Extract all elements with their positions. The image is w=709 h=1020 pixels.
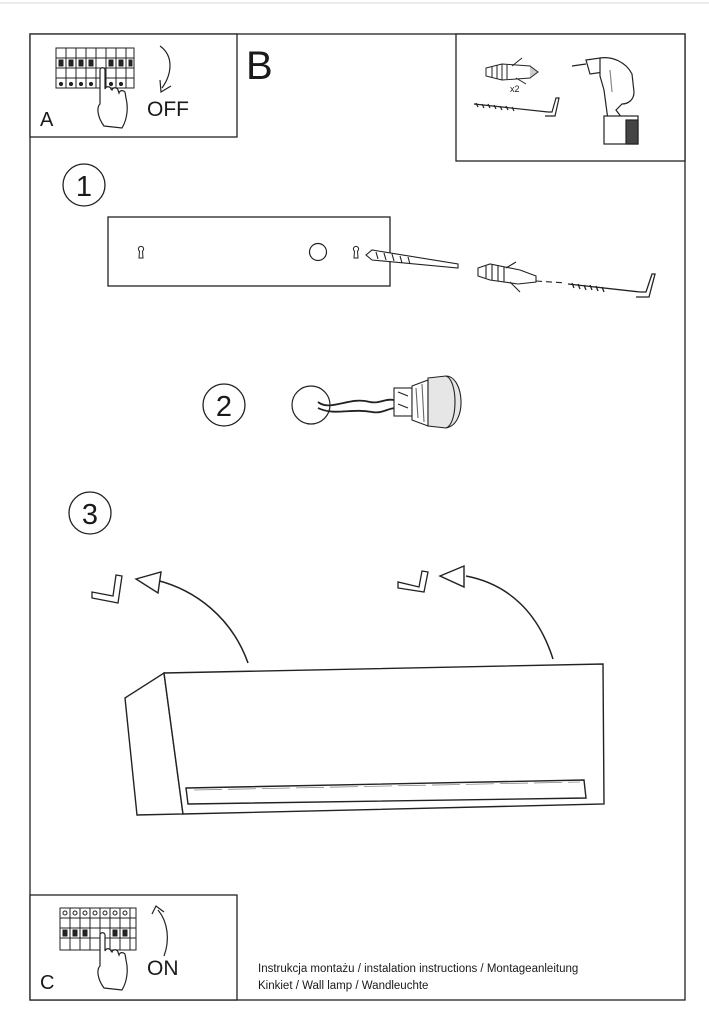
step-3-number: 3 (82, 499, 98, 531)
arrow-head-right-icon (438, 564, 465, 589)
wire-icon (317, 398, 395, 407)
lamp-socket-icon (393, 375, 462, 429)
step-3: 3 (68, 491, 605, 816)
tools-panel-box (455, 33, 686, 162)
wall-lamp-body (124, 663, 605, 816)
arrow-head-left-icon (134, 571, 162, 595)
step-1: 1 (62, 163, 656, 298)
step-2: 2 (202, 375, 462, 429)
mounting-plate (107, 216, 391, 287)
step-2-circle (202, 383, 246, 427)
keyhole-slot-icon (137, 245, 360, 259)
footer-product-type: Kinkiet / Wall lamp / Wandleuchte (258, 980, 429, 992)
drill-icon (571, 57, 639, 145)
arrow-down-head-icon (159, 79, 172, 94)
hook-icon-right (397, 570, 429, 593)
arrow-up-left-icon (155, 579, 249, 664)
hook-screw-icon (473, 97, 560, 117)
step-3-circle (68, 491, 112, 535)
hand-pointer-icon-c (97, 932, 128, 991)
arrow-up-icon (157, 909, 168, 957)
hook-icon-left (91, 574, 123, 604)
breaker-panel-icon-c (59, 907, 137, 951)
dashed-guide-line (535, 280, 567, 284)
arrow-down-icon (159, 45, 171, 89)
on-label: ON (147, 957, 179, 980)
panel-a: A OFF (29, 33, 238, 138)
step-1-number: 1 (76, 171, 92, 203)
drill-bit-icon (365, 249, 459, 269)
quantity-label: x2 (510, 84, 520, 94)
wall-plug-icon (485, 57, 539, 85)
anchor-plug-icon (477, 261, 537, 293)
off-label: OFF (147, 98, 189, 121)
panel-a-letter: A (40, 109, 54, 131)
step-2-number: 2 (216, 391, 232, 423)
arrow-up-right-icon (465, 575, 554, 660)
tools-panel: x2 (455, 33, 686, 162)
cable-hole (308, 242, 328, 262)
wire-icon-2 (317, 407, 397, 414)
panel-c-letter: C (40, 972, 54, 994)
step-1-circle (62, 163, 106, 207)
panel-b-letter: B (246, 44, 273, 88)
hook-screw-icon-step1 (567, 273, 656, 298)
arrow-up-head-icon (151, 905, 165, 915)
hand-pointer-icon-a (97, 67, 128, 129)
breaker-panel-icon-a (55, 47, 135, 89)
footer-instructions-title: Instrukcja montażu / instalation instruc… (258, 963, 579, 975)
outer-frame (29, 33, 686, 1001)
panel-c: C ON (29, 894, 238, 1001)
